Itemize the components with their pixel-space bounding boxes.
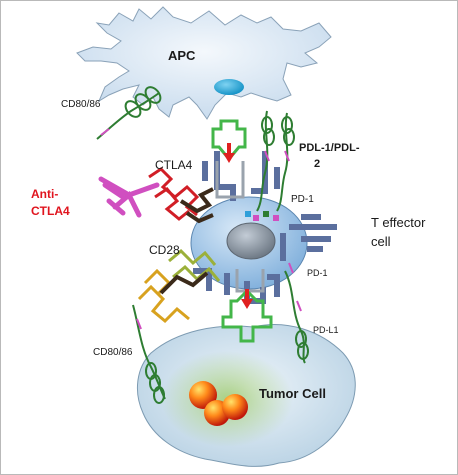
pdl-label-line2: 2 bbox=[314, 158, 321, 170]
signal-arrow-tumor bbox=[221, 269, 273, 343]
cd80-label-bottom: CD80/86 bbox=[93, 347, 133, 358]
apc-nucleus bbox=[214, 79, 244, 95]
t-effector-label-line1: T effector bbox=[371, 215, 426, 230]
t-effector-label-line2: cell bbox=[371, 234, 391, 249]
tumor-cell bbox=[137, 324, 356, 467]
pd1-label-top: PD-1 bbox=[291, 194, 314, 205]
apc-label: APC bbox=[168, 48, 196, 63]
anti-ctla4-antibody bbox=[98, 176, 160, 218]
pdl-helices-apc bbox=[256, 110, 295, 212]
cd80-label-top: CD80/86 bbox=[61, 99, 101, 110]
pd1-pdl1-bottom bbox=[284, 262, 309, 364]
cd28-label: CD28 bbox=[149, 243, 180, 257]
signal-arrow-apc bbox=[211, 119, 247, 199]
ctla4-molecule bbox=[148, 167, 214, 224]
pdl-label-line1: PDL-1/PDL- bbox=[299, 142, 360, 154]
pd1-receptors-top bbox=[245, 211, 279, 221]
tumor-cell-label: Tumor Cell bbox=[259, 386, 326, 401]
anti-ctla4-label-line2: CTLA4 bbox=[31, 204, 70, 218]
ctla4-label: CTLA4 bbox=[155, 158, 193, 172]
apc-cell bbox=[76, 6, 332, 120]
anti-ctla4-label-line1: Anti- bbox=[31, 187, 59, 201]
cd80-helix-bottom bbox=[132, 304, 166, 404]
pdl1-label: PD-L1 bbox=[313, 325, 339, 335]
cd80-helix-top bbox=[96, 86, 162, 140]
cd28-molecule bbox=[137, 248, 221, 324]
pd1-label-mid: PD-1 bbox=[307, 268, 328, 278]
